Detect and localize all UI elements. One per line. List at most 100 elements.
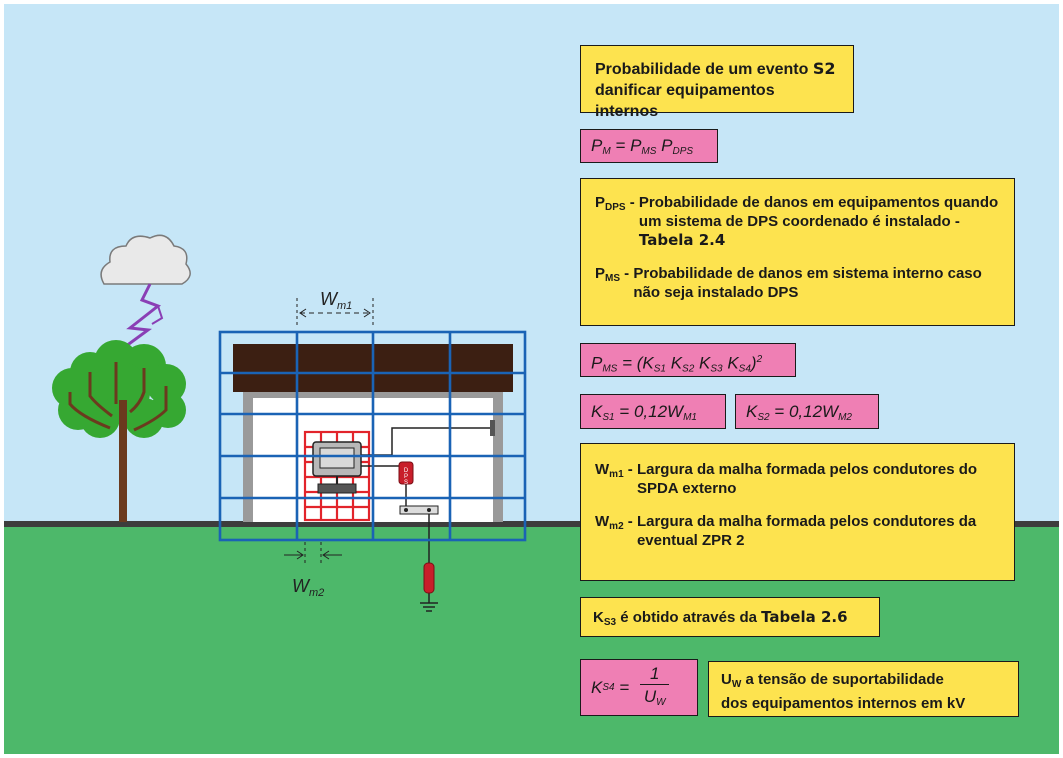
- lightning-bolt-branch: [151, 305, 164, 325]
- wall-terminal: [490, 420, 495, 436]
- ks4-sub: S4: [738, 363, 751, 375]
- event-s2-title-box: Probabilidade de um evento S2 danificar …: [580, 45, 854, 120]
- probability-definitions-box: PDPS - Probabilidade de danos em equipam…: [580, 178, 1015, 326]
- ks1-w: W: [667, 402, 684, 421]
- ks1-w-sub: M1: [683, 412, 697, 423]
- title-line2: danificar equipamentos internos: [595, 82, 775, 120]
- wm2-definition: Wm2 - Largura da malha formada pelos con…: [595, 512, 1000, 550]
- ks2-k-sub: S2: [757, 412, 770, 423]
- cloud-icon: [100, 234, 191, 285]
- ks3-sub-text: S3: [603, 617, 617, 628]
- pm-equals: =: [610, 136, 631, 155]
- pms-close-paren: ): [750, 353, 757, 373]
- dps-letter: D: [404, 468, 409, 474]
- ks3-letter: K: [699, 353, 711, 373]
- wm2-letter: W: [595, 513, 610, 530]
- uw-line1: a tensão de suportabilidade: [741, 671, 944, 688]
- ks4-numerator: 1: [639, 664, 670, 685]
- ks2-w: W: [822, 402, 839, 421]
- pms-dash: -: [620, 265, 634, 282]
- ks3-box: KS3 é obtido através da Tabela 2.6: [580, 597, 880, 637]
- formula-ks2-box: KS2 = 0,12WM2: [735, 394, 879, 429]
- formula-pms-box: PMS = (KS1 KS2 KS3 KS4)2: [580, 343, 796, 377]
- pms-lhs: P: [591, 353, 603, 373]
- pms-definition: PMS - Probabilidade de danos em sistema …: [595, 264, 1000, 302]
- spda-external-grid: [218, 330, 527, 542]
- pms-symbol: P: [630, 136, 642, 155]
- uw-sub: W: [731, 679, 742, 690]
- title-event-code: S2: [812, 59, 836, 78]
- pms-lhs-sub: MS: [602, 363, 618, 375]
- ks2-letter: K: [670, 353, 683, 373]
- equipotential-bar: [399, 505, 439, 515]
- ks4-k: K: [591, 678, 603, 697]
- wm1-term-sub: m1: [609, 469, 624, 480]
- ks4-equals: =: [614, 678, 634, 697]
- ks2-sub: S2: [682, 363, 695, 375]
- ks3-table-ref: Tabela 2.6: [761, 608, 848, 626]
- ks4-k-sub: S4: [602, 682, 615, 693]
- ground-line: [4, 521, 1059, 527]
- pms-letter: P: [595, 265, 606, 282]
- wm2-label: Wm2: [292, 576, 324, 599]
- ks2-equals: = 0,12: [769, 402, 823, 421]
- pdps-term-sub: DPS: [605, 202, 626, 213]
- ks1-k: K: [591, 402, 603, 421]
- tree-icon: [52, 340, 186, 522]
- uw-line2: dos equipamentos internos em kV: [721, 695, 966, 712]
- ground-electrode: [423, 562, 435, 594]
- wm1-dimension: [296, 298, 374, 328]
- pdps-table-ref: Tabela 2.4: [638, 231, 726, 249]
- wm1-term: Wm1 -: [595, 460, 637, 498]
- pdps-sub: DPS: [672, 146, 694, 157]
- dps-letter: P: [404, 474, 408, 480]
- pm-symbol: P: [591, 136, 603, 155]
- pdps-letter: P: [595, 194, 606, 211]
- wm1-definition: Wm1 - Largura da malha formada pelos con…: [595, 460, 1000, 498]
- formula-ks1-box: KS1 = 0,12WM1: [580, 394, 726, 429]
- uw-letter: U: [721, 671, 732, 688]
- wm2-description: Largura da malha formada pelos condutore…: [636, 513, 977, 549]
- wm2-term-sub: m2: [609, 521, 624, 532]
- pm-sub: M: [602, 146, 611, 157]
- pms-equals: = (: [617, 353, 643, 373]
- internal-equipment: [312, 441, 362, 494]
- dps-letter: S: [404, 480, 408, 486]
- pdps-term: PDPS -: [595, 193, 639, 250]
- ks1-sub: S1: [653, 363, 666, 375]
- wm1-dash: -: [623, 461, 637, 478]
- ks4-den-u: U: [643, 686, 657, 706]
- ks4-denominator: UW: [644, 685, 666, 712]
- ks2-w-sub: M2: [838, 412, 852, 423]
- wm2-term: Wm2 -: [595, 512, 637, 550]
- wm1-label: Wm1: [320, 289, 352, 312]
- ks4-den-sub: W: [656, 696, 666, 708]
- title-line1: Probabilidade de um evento: [595, 61, 813, 78]
- pms-term-sub: MS: [605, 273, 621, 284]
- pms-exponent: 2: [756, 354, 763, 365]
- lightning-bolt-icon: [117, 283, 162, 354]
- mesh-width-definitions-box: Wm1 - Largura da malha formada pelos con…: [580, 443, 1015, 581]
- wm1-description: Largura da malha formada pelos condutore…: [636, 461, 978, 497]
- pms-term: PMS -: [595, 264, 633, 302]
- ks3-letter-text: K: [593, 609, 604, 626]
- pdps-symbol: P: [661, 136, 673, 155]
- pdps-definition: PDPS - Probabilidade de danos em equipam…: [595, 193, 1000, 250]
- wm2-dimension: [284, 542, 342, 565]
- wm1-letter: W: [595, 461, 610, 478]
- pdps-dash: -: [625, 194, 639, 211]
- ks2-k: K: [746, 402, 758, 421]
- formula-pm-box: PM = PMS PDPS: [580, 129, 718, 163]
- pdps-description: Probabilidade de danos em equipamentos q…: [639, 193, 1000, 250]
- ks4-fraction: 1 UW: [639, 664, 670, 712]
- ks1-equals: = 0,12: [614, 402, 668, 421]
- ks3-sub: S3: [710, 363, 723, 375]
- ks1-k-sub: S1: [602, 412, 615, 423]
- ks1-letter: K: [642, 353, 654, 373]
- pms-description: Probabilidade de danos em sistema intern…: [633, 265, 982, 301]
- uw-definition-box: UW a tensão de suportabilidade dos equip…: [708, 661, 1019, 717]
